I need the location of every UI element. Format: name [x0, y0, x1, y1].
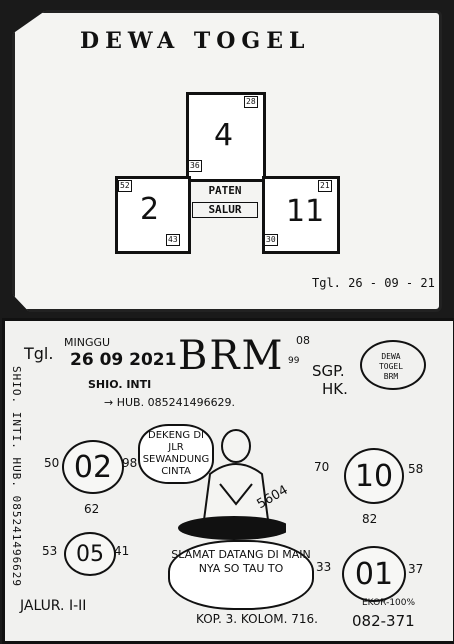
market-hk: HK. [322, 380, 348, 398]
paten-label: PATEN SALUR [192, 184, 258, 218]
ekor-value: 082-371 [352, 612, 415, 630]
stamp-seal [360, 340, 426, 390]
top-date: Tgl. 26 - 09 - 21 [312, 276, 435, 290]
shio-label: SHIO. INTI [88, 378, 152, 391]
market-sgp: SGP. [312, 362, 345, 380]
monk-figure-icon [178, 429, 286, 540]
speech-bubble-bottom: SLAMAT DATANG DI MAIN NYA SO TAU TO [168, 540, 314, 610]
right-box-number: 11 [286, 194, 325, 229]
right-box-corner-tr: 21 [318, 180, 332, 192]
circle-05-left: 53 [42, 544, 58, 558]
left-box-corner-br: 43 [166, 234, 180, 246]
brm-sup: 08 [296, 334, 310, 347]
top-box-number: 4 [214, 118, 234, 153]
circle-01: 01 [342, 546, 406, 602]
circle-02-below: 62 [84, 502, 100, 516]
speech-bubble-top: DEKENG DI JLR SEWANDUNG CINTA [138, 424, 214, 484]
left-box-number: 2 [140, 192, 160, 227]
hub-label: → HUB. 085241496629. [104, 396, 236, 409]
date-label: 26 09 2021 [70, 350, 177, 370]
paten-line1: PATEN [208, 184, 242, 197]
kop-label: KOP. 3. KOLOM. 716. [196, 612, 318, 626]
day-label: MINGGU [64, 336, 111, 349]
circle-10-below: 82 [362, 512, 378, 526]
circle-01-right: 37 [408, 562, 424, 576]
stamp-text: DEWA TOGEL BRM [378, 352, 404, 381]
paten-line2: SALUR [192, 202, 258, 218]
circle-05-right: 41 [114, 544, 130, 558]
circle-02-left: 50 [44, 456, 60, 470]
circle-10: 10 [344, 448, 404, 504]
jalur-label: JALUR. I-II [20, 598, 87, 614]
tgl-label: Tgl. [24, 344, 54, 363]
circle-01-left: 33 [316, 560, 332, 574]
circle-10-left: 70 [314, 460, 330, 474]
brm-sub: 99 [288, 356, 300, 366]
right-box-corner-bl: 30 [264, 234, 278, 246]
left-box-corner-tl: 52 [118, 180, 132, 192]
page-title: DEWA TOGEL [80, 28, 311, 54]
circle-05: 05 [64, 532, 116, 576]
brm-title: BRM [178, 333, 285, 379]
circle-10-right: 58 [408, 462, 424, 476]
circle-02-right: 98 [122, 456, 138, 470]
top-box-corner-tr: 28 [244, 96, 258, 108]
circle-02: 02 [62, 440, 124, 494]
vertical-hub-label: SHIO. INTI. HUB. 085241496629 [10, 366, 23, 588]
ekor-label: EKOR-100% [362, 598, 416, 608]
top-box-corner-bl: 36 [188, 160, 202, 172]
